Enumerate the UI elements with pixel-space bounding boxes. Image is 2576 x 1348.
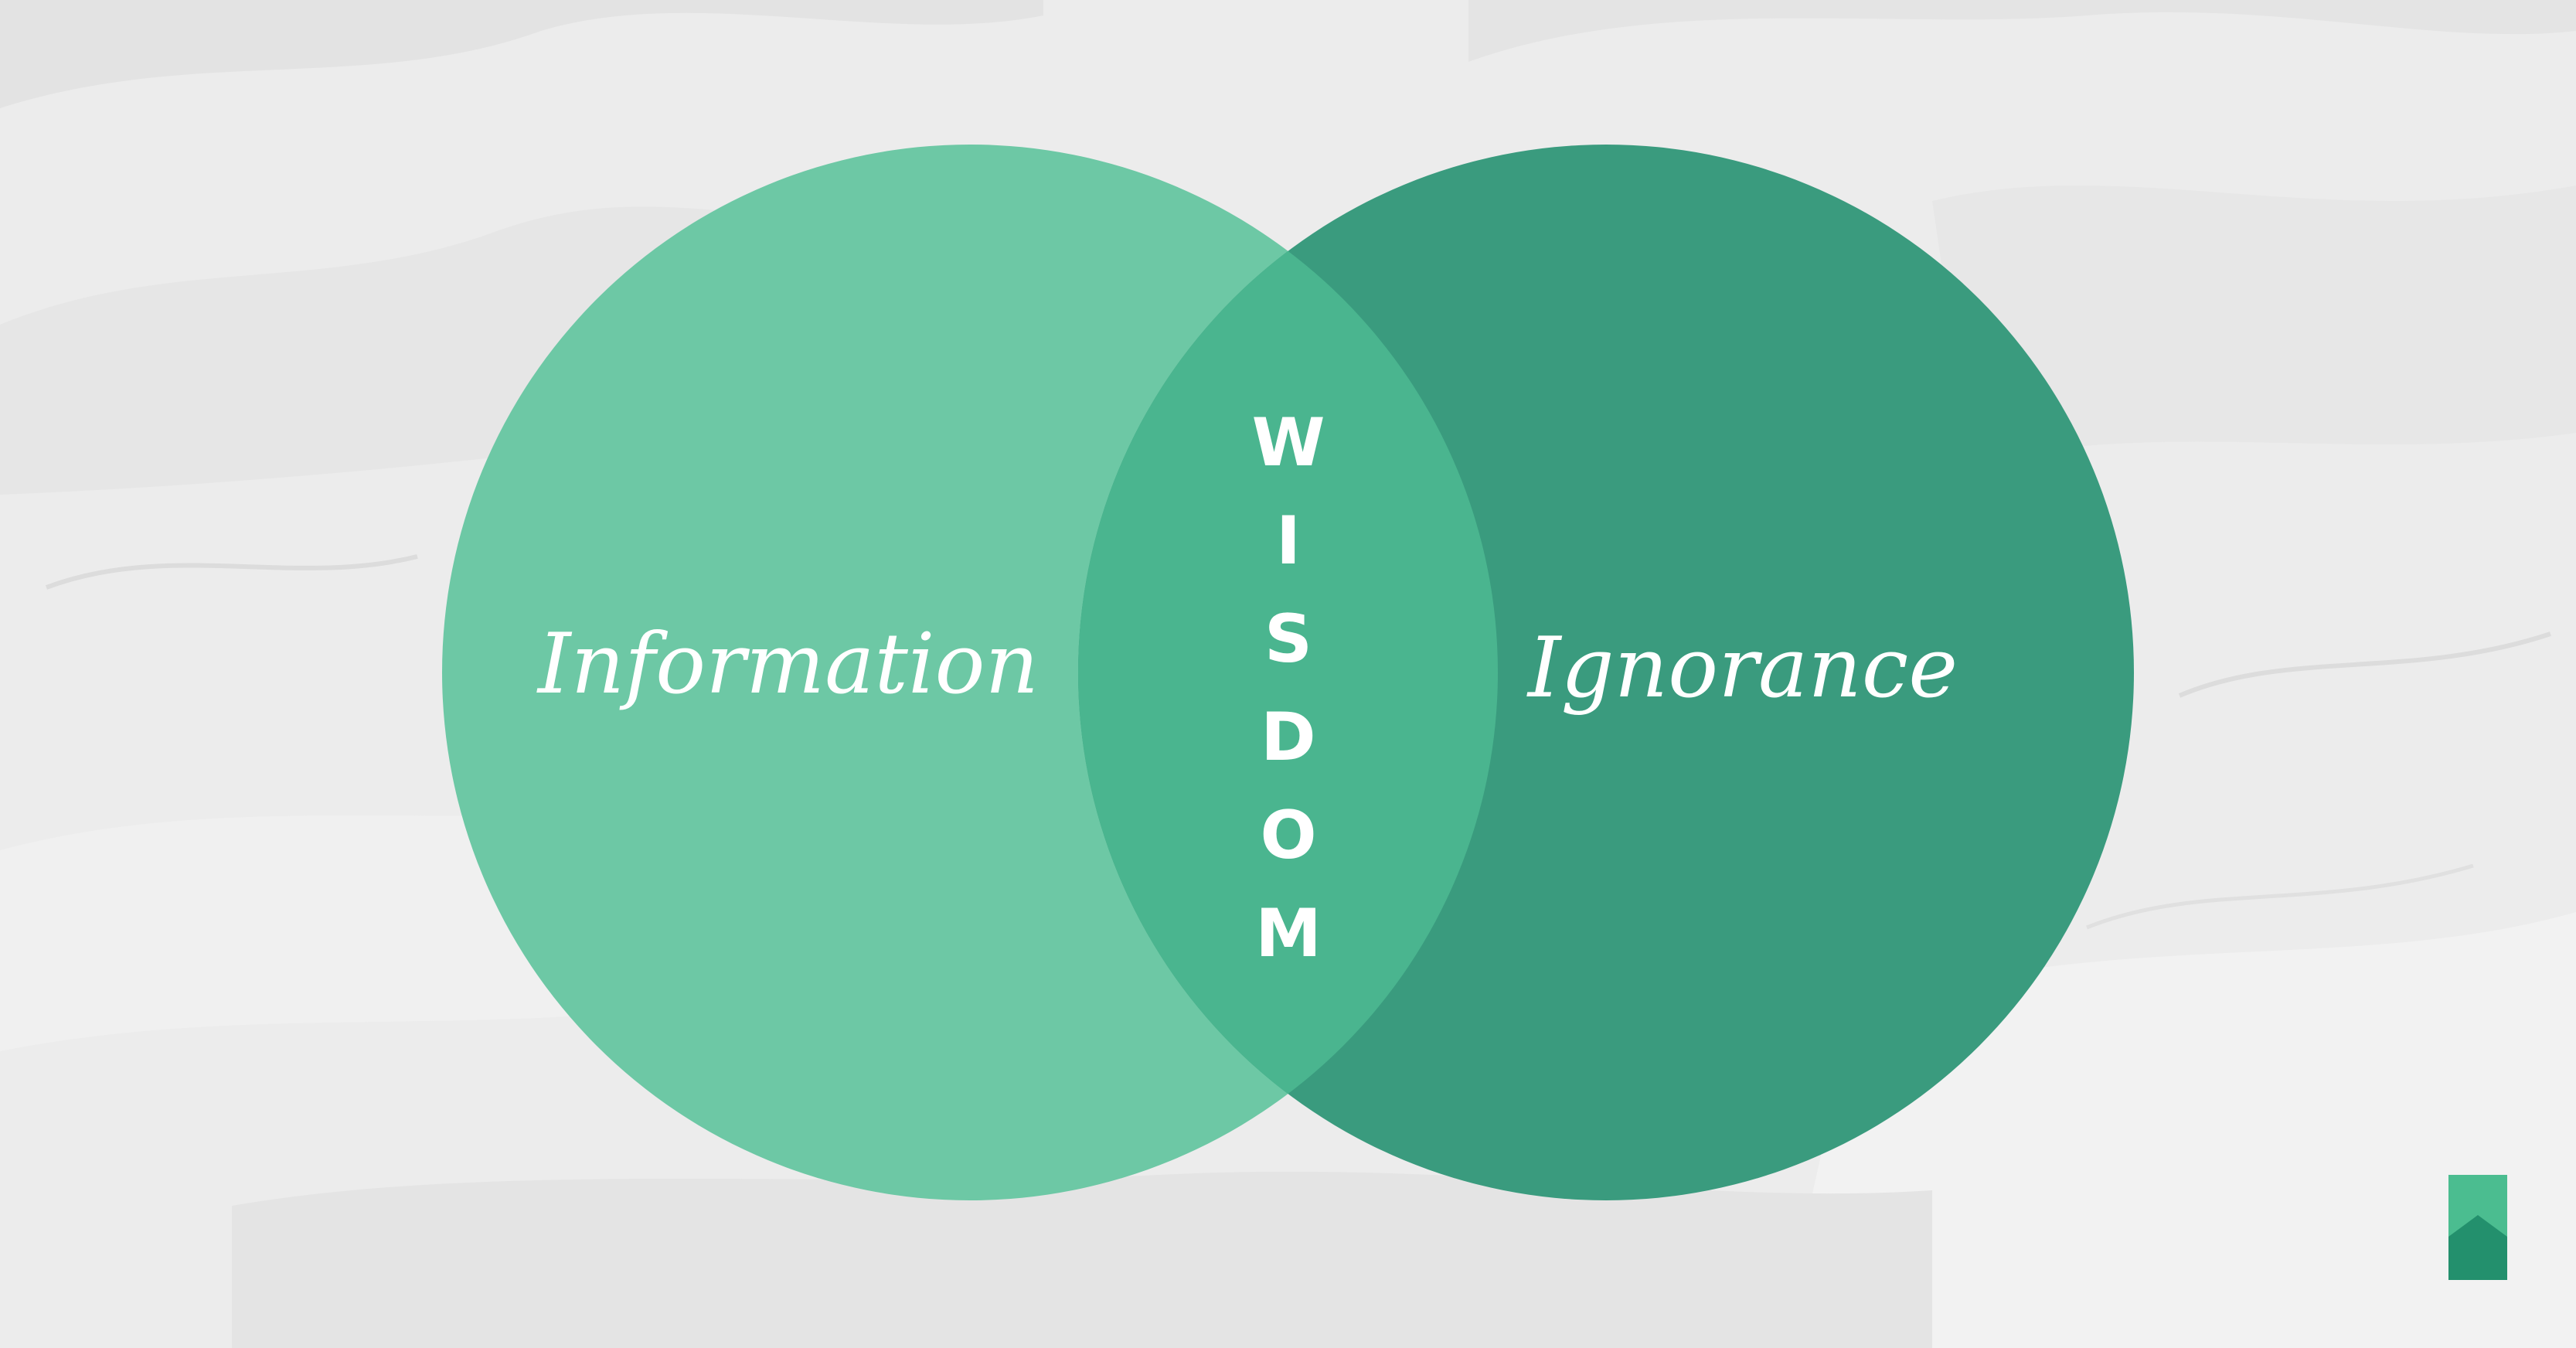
intersection-region bbox=[1078, 145, 1498, 1200]
wisdom-letter: D bbox=[1261, 699, 1316, 776]
wisdom-letter: M bbox=[1255, 895, 1322, 972]
wisdom-letter: S bbox=[1264, 601, 1312, 678]
ignorance-label: Ignorance bbox=[1527, 620, 1958, 717]
wisdom-letter: O bbox=[1260, 797, 1317, 874]
wisdom-letter: W bbox=[1251, 404, 1325, 482]
information-label: Information bbox=[537, 616, 1040, 713]
bookmark-logo-icon bbox=[2448, 1175, 2507, 1280]
wisdom-letter: I bbox=[1276, 502, 1301, 580]
